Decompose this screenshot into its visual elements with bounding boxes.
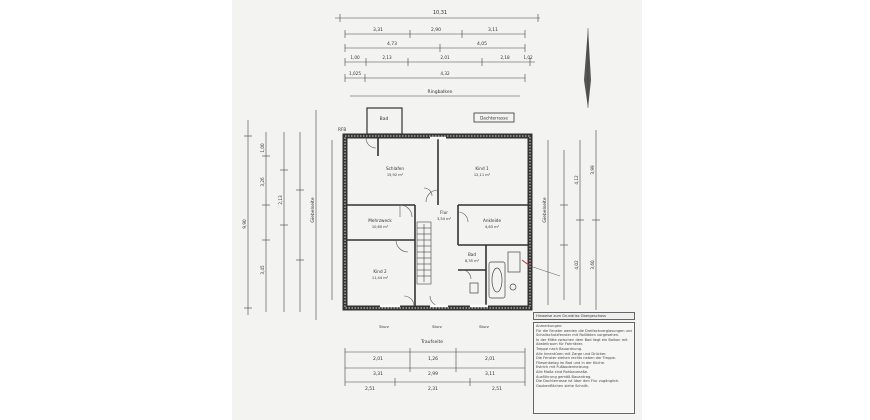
room-schlafen-name: Schlafen	[386, 166, 404, 171]
dim-top-2a: 4,73	[387, 41, 397, 47]
room-kind1-name: Kind 1	[475, 166, 489, 171]
note-line: Ausführung gemäß Bauantrag.	[536, 374, 592, 379]
bottom-title: Traufseite	[420, 339, 443, 345]
dim-bot-1b: 1,26	[428, 356, 438, 362]
dim-top-1b: 2,90	[431, 27, 441, 33]
room-mehrzweck-name: Mehrzweck	[368, 218, 392, 223]
right-side-label: Giebelseite	[542, 197, 548, 223]
red-marker	[521, 259, 531, 267]
room-ankleide-area: 4,63 m²	[485, 225, 500, 229]
right-dimension-lines	[547, 130, 600, 310]
note-line: Fliesenbelag im Bad und in der Küche.	[536, 360, 606, 365]
notes-box: Anmerkungen: Für die Fenster werden die …	[533, 322, 635, 414]
dim-top-3b: 2,13	[382, 55, 392, 60]
dim-top-4a: 1,025	[349, 71, 361, 76]
room-ankleide-name: Ankleide	[483, 218, 502, 223]
room-mehrzweck-area: 10,60 m²	[372, 225, 389, 229]
note-line: Anmerkungen:	[536, 324, 563, 328]
dim-top-1a: 3,31	[373, 27, 383, 33]
note-line: In der Mitte zwischen dem Bad liegt ein …	[536, 337, 628, 342]
dim-right-d: 3,60	[590, 260, 595, 270]
dim-bot-1a: 2,01	[373, 356, 383, 362]
note-line: Alle Innentüren mit Zarge und Drücker.	[536, 351, 607, 356]
dim-top-3c: 2,01	[440, 55, 450, 60]
north-arrow-icon	[584, 28, 591, 108]
note-line: Abstellraum für Fahrräder.	[536, 342, 584, 347]
left-side-label: Giebelseite	[310, 197, 316, 223]
dim-bot-2b: 2,99	[428, 371, 438, 377]
dim-left-b: 3,26	[260, 177, 265, 187]
dim-right-a: 4,12	[574, 175, 579, 185]
note-line: Alle Maße sind Rohbaumaße.	[536, 369, 589, 374]
note-line: Estrich mit Fußbodenheizung.	[536, 365, 590, 370]
dim-bot-3a: 2,51	[365, 386, 375, 392]
dim-top-3e: 1,02	[523, 55, 533, 60]
dim-left-total: 9,90	[242, 219, 247, 229]
sturz-label-1: Sturz	[379, 324, 389, 329]
notes-header: Hinweise zum Grundriss Obergeschoss	[533, 312, 635, 320]
top-room-label: Bad	[380, 116, 389, 122]
top-right-box	[473, 112, 515, 123]
note-line: Schallschutzfenster mit Rollläden vorges…	[536, 333, 620, 338]
dim-right-c: 4,02	[574, 260, 579, 270]
staircase	[416, 221, 432, 285]
note-line: Treppe nach Bauordnung.	[536, 346, 583, 351]
dim-left-c: 2,13	[278, 195, 283, 205]
room-flur-area: 3,54 m²	[437, 217, 452, 221]
dim-right-b: 3,99	[590, 165, 595, 175]
dim-bot-1c: 2,01	[485, 356, 495, 362]
window-marks	[380, 136, 488, 308]
dim-left-d: 3,45	[260, 265, 265, 275]
rfb-label: RFB	[338, 127, 346, 132]
note-line: Die Fenster stehen rechts neben der Trep…	[536, 356, 616, 361]
room-schlafen-area: 15,92 m²	[387, 173, 404, 177]
dim-left-a: 1,00	[260, 143, 265, 153]
top-dimension-lines	[335, 14, 540, 97]
room-kind2-name: Kind 2	[373, 269, 387, 274]
note-line: Gaubenflächen siehe Schnitt.	[536, 383, 589, 388]
top-right-label: Dachterrasse	[480, 116, 508, 121]
dim-top-4b: 4,32	[440, 71, 450, 76]
note-line: Die Dachterrasse ist über den Flur zugän…	[536, 379, 620, 384]
room-flur-name: Flur	[440, 210, 448, 215]
dim-top-3d: 2,18	[500, 55, 510, 60]
bottom-dimension-lines	[344, 348, 526, 386]
dim-top-3a: 1,00	[350, 55, 360, 60]
sturz-label-3: Sturz	[479, 324, 489, 329]
dim-bot-3c: 2,51	[492, 386, 502, 392]
sturz-label-2: Sturz	[432, 324, 442, 329]
dim-overall: 10,31	[433, 10, 447, 16]
dim-bot-2a: 3,31	[373, 371, 383, 377]
dim-top-2b: 4,05	[477, 41, 487, 47]
left-dimension-lines	[244, 110, 333, 320]
room-kind1-area: 12,11 m²	[474, 173, 491, 177]
room-bad-area: 8,35 m²	[465, 259, 480, 263]
room-kind2-area: 11,44 m²	[372, 276, 389, 280]
leader-line	[529, 265, 561, 277]
dim-bot-2c: 3,11	[485, 371, 495, 377]
outer-walls	[342, 133, 533, 311]
note-line: Für die Fenster werden die Dreifachvergl…	[536, 328, 632, 333]
bath-fixtures	[469, 251, 521, 299]
room-bad-name: Bad	[468, 252, 476, 257]
dim-bot-3b: 2,31	[428, 386, 438, 392]
dim-top-1c: 3,11	[488, 27, 498, 33]
ringbalken-label: Ringbalken	[427, 89, 452, 95]
